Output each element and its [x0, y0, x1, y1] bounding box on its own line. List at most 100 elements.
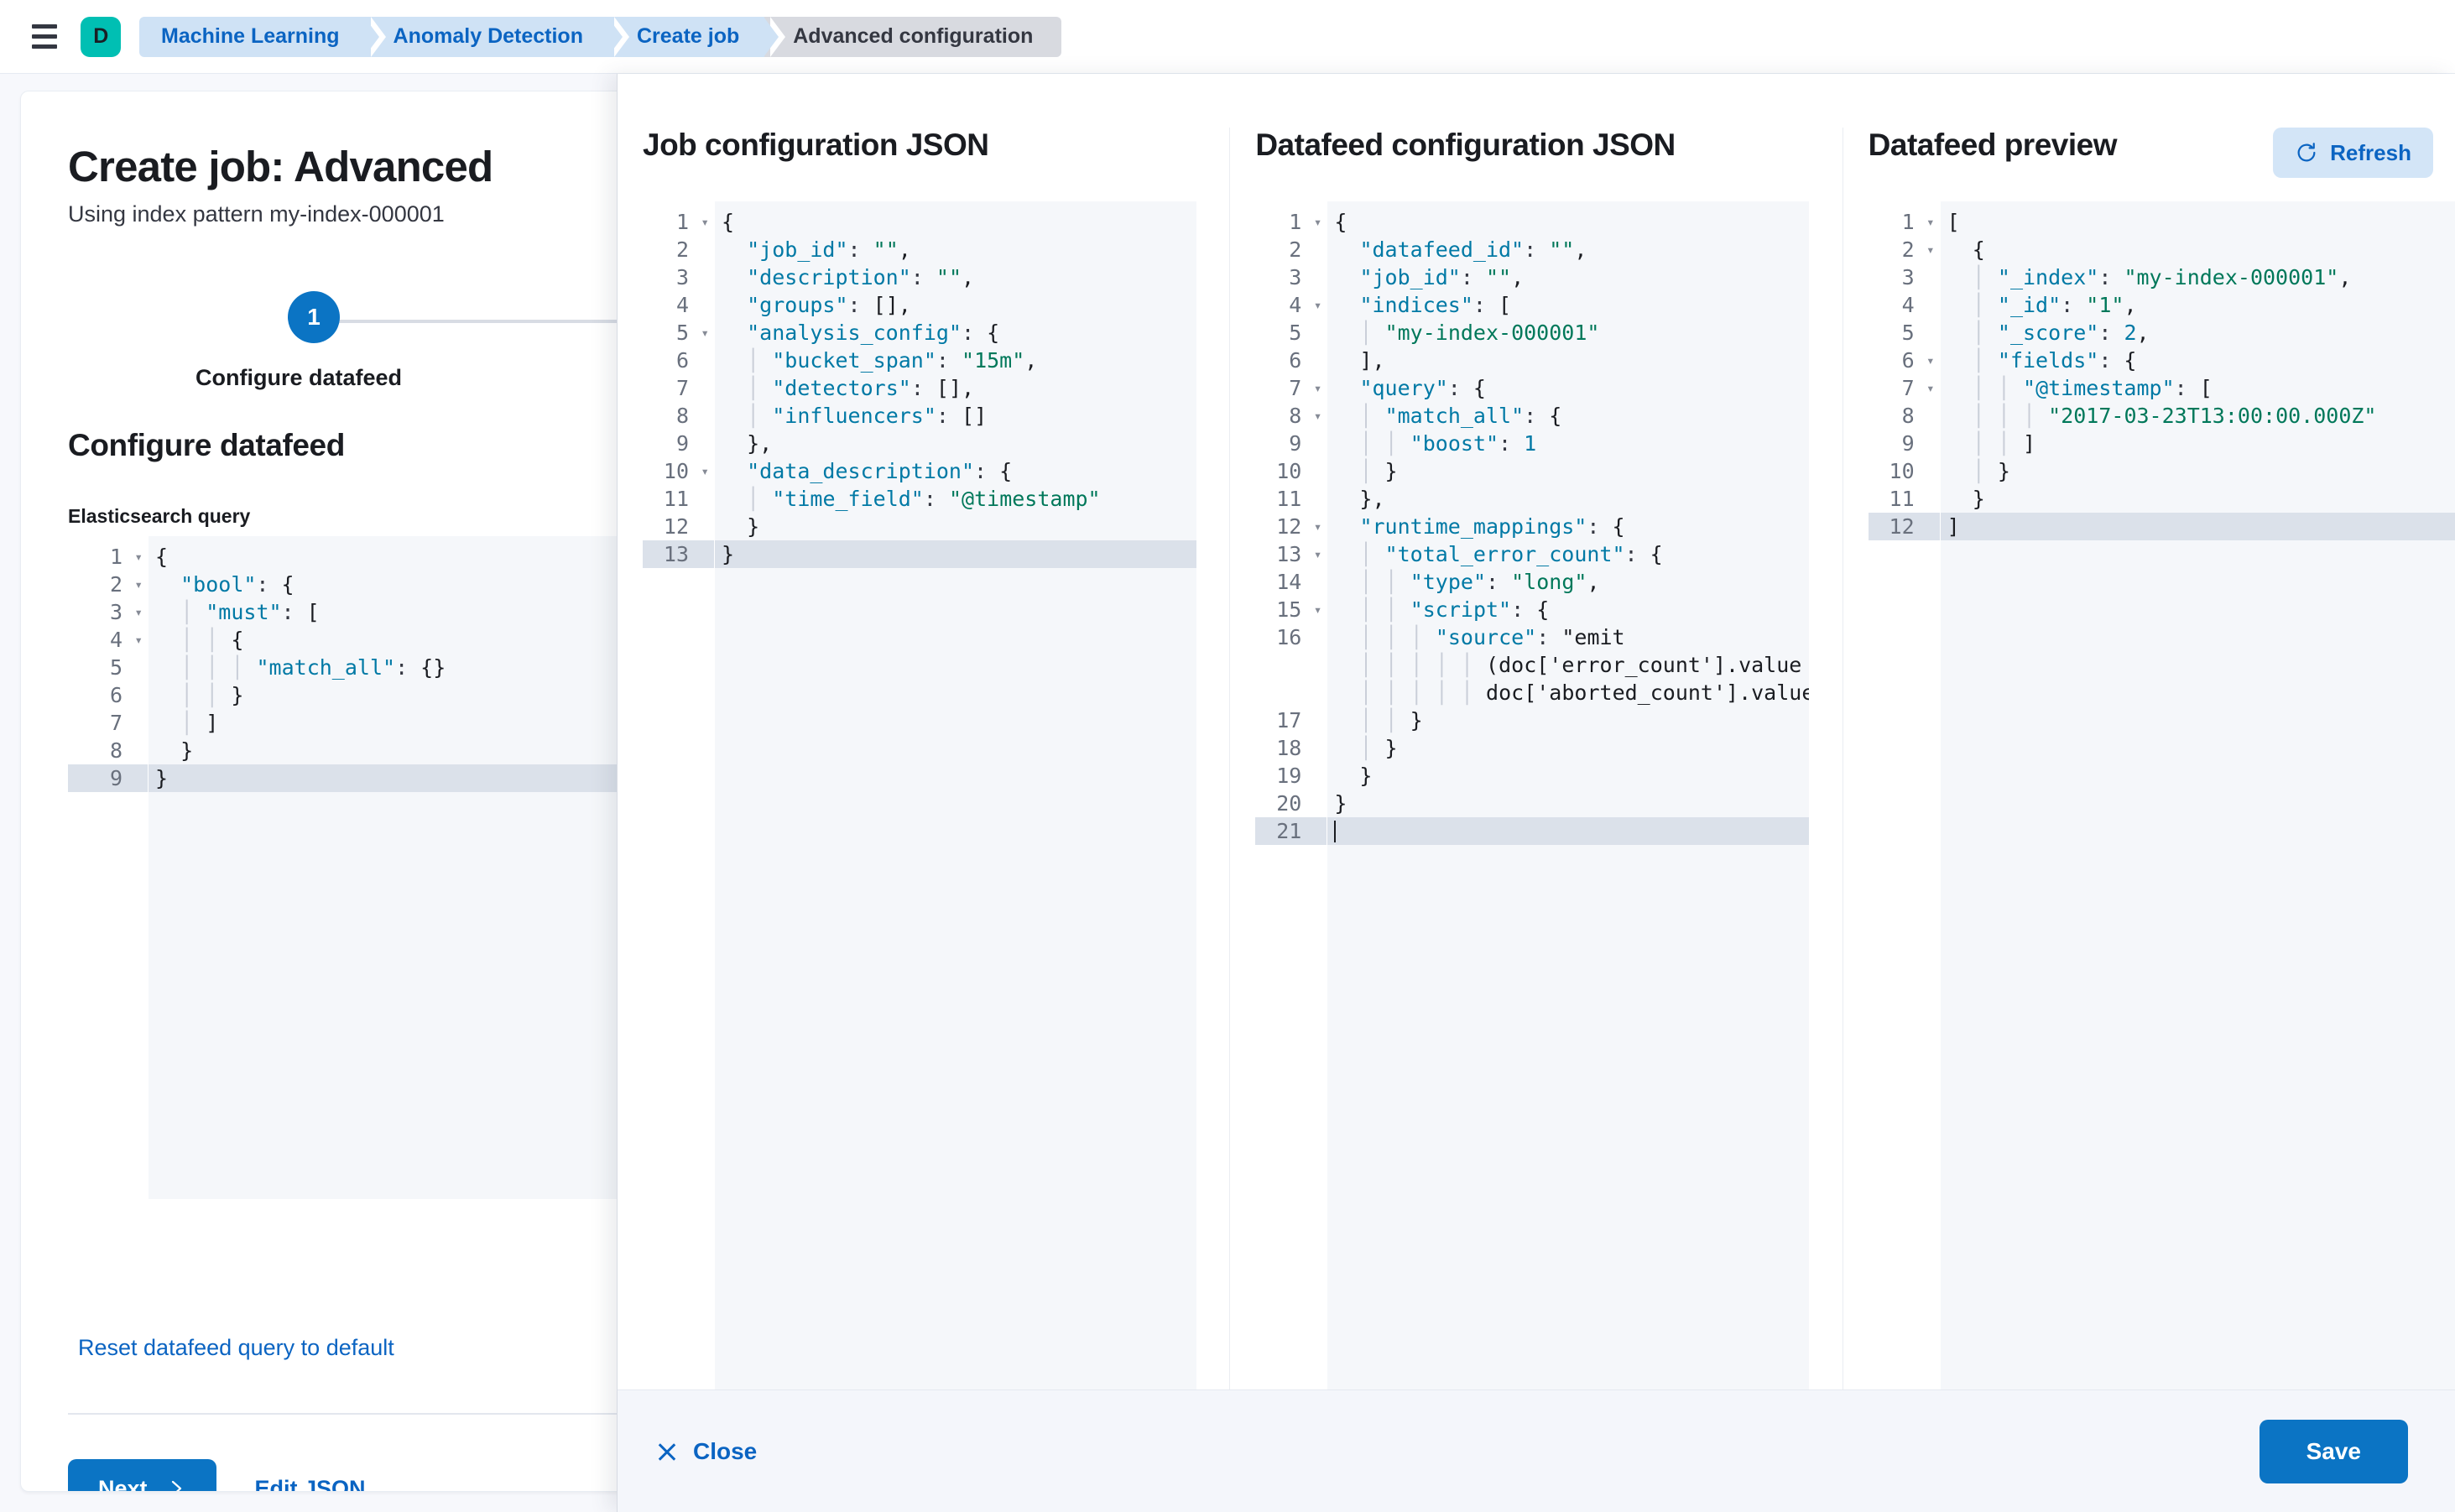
editor-line-number: ▾	[1255, 679, 1327, 706]
editor-line-number: 7▾	[1901, 376, 1935, 400]
editor-line-number: 8▾	[109, 738, 122, 763]
breadcrumb-item-anomaly-detection[interactable]: Anomaly Detection	[364, 16, 630, 57]
editor-line-number: 20▾	[1276, 791, 1302, 816]
editor-code-line[interactable]: │ "_score": 2,	[1972, 321, 2150, 345]
step-connector-line	[321, 320, 875, 323]
editor-code-line[interactable]: │ }	[1359, 736, 1398, 760]
editor-code-line[interactable]: [	[1947, 210, 1960, 234]
editor-code-line[interactable]: │ "_id": "1",	[1972, 293, 2137, 317]
editor-code-line[interactable]: │ │ }	[1359, 708, 1423, 733]
editor-code-line[interactable]: │ │ ]	[1972, 431, 2036, 456]
editor-code-line[interactable]: │ │ │ "2017-03-23T13:00:00.000Z"	[1972, 404, 2377, 428]
editor-code-line[interactable]: │ "match_all": {	[1359, 404, 1562, 428]
breadcrumb-item-create-job[interactable]: Create job	[607, 16, 786, 57]
close-x-icon	[656, 1441, 678, 1462]
breadcrumb-item-machine-learning[interactable]: Machine Learning	[139, 16, 386, 57]
editor-code-line[interactable]: │ "fields": {	[1972, 348, 2137, 373]
editor-code-line[interactable]: },	[722, 431, 773, 456]
editor-code-line[interactable]: │ │ │ │ │ (doc['error_count'].value +	[1359, 653, 1810, 677]
editor-line-number: 8▾	[1289, 404, 1322, 428]
editor-code-line[interactable]: │ │ {	[180, 628, 244, 652]
editor-code-line[interactable]: │ │ "boost": 1	[1359, 431, 1537, 456]
editor-code-line[interactable]: │ }	[1359, 459, 1398, 483]
editor-code-line[interactable]: {	[155, 545, 169, 569]
editor-code-line[interactable]: │ "influencers": []	[747, 404, 988, 428]
editor-code-line[interactable]: │ │ │ "source": "emit	[1359, 625, 1625, 649]
editor-code-line[interactable]: │ "total_error_count": {	[1359, 542, 1663, 566]
editor-code-line[interactable]: │ │ "@timestamp": [	[1972, 376, 2213, 400]
close-button[interactable]: Close	[656, 1438, 757, 1465]
editor-line-number: 5▾	[675, 321, 709, 345]
editor-code-line[interactable]: "indices": [	[1359, 293, 1512, 317]
code-editor[interactable]: 1▾2▾3▾4▾5▾6▾7▾8▾9▾10▾11▾12▾13▾14▾15▾16▾▾…	[1255, 201, 1810, 1389]
editor-code-line[interactable]: "analysis_config": {	[747, 321, 1000, 345]
space-avatar[interactable]: D	[81, 16, 121, 57]
editor-code-line[interactable]: {	[1334, 210, 1347, 234]
editor-code-line[interactable]: │ │ │ "match_all": {}	[180, 655, 446, 680]
editor-code-line[interactable]: }	[1334, 791, 1347, 816]
editor-code-area[interactable]: { "datafeed_id": "", "job_id": "", "indi…	[1327, 201, 1810, 1389]
editor-line-number: 12▾	[1276, 514, 1322, 539]
editor-line-number: 3▾	[1289, 265, 1302, 289]
refresh-button[interactable]: Refresh	[2273, 128, 2433, 178]
hamburger-menu-icon[interactable]	[27, 19, 62, 55]
editor-code-line[interactable]: "bool": {	[180, 572, 294, 597]
editor-code-line[interactable]: "job_id": "",	[1359, 265, 1525, 289]
editor-line-number: 15▾	[1276, 597, 1322, 622]
editor-code-line[interactable]: │ "my-index-000001"	[1359, 321, 1600, 345]
editor-line-number: 19▾	[1276, 764, 1302, 788]
editor-code-line[interactable]	[1327, 817, 1810, 845]
editor-code-line[interactable]: },	[1334, 487, 1385, 511]
editor-code-area[interactable]: { "job_id": "", "description": "", "grou…	[715, 201, 1196, 1389]
editor-code-line[interactable]: │ │ }	[180, 683, 244, 707]
editor-code-line[interactable]: │ "_index": "my-index-000001",	[1972, 265, 2352, 289]
editor-gutter: 1▾2▾3▾4▾5▾6▾7▾8▾9▾10▾11▾12▾	[1868, 201, 1941, 1389]
editor-line-number: 3▾	[109, 600, 143, 624]
editor-code-line[interactable]: │ │ │ │ │ doc['aborted_count'].value)"	[1359, 680, 1810, 705]
code-editor[interactable]: 1▾2▾3▾4▾5▾6▾7▾8▾9▾10▾11▾12▾[ { │ "_index…	[1868, 201, 2455, 1389]
editor-code-line[interactable]: {	[722, 210, 735, 234]
editor-line-number: 8▾	[675, 404, 689, 428]
editor-code-line[interactable]: }	[715, 540, 1196, 568]
editor-code-line[interactable]: }	[1947, 487, 1985, 511]
editor-code-line[interactable]: }	[1334, 764, 1373, 788]
editor-code-line[interactable]: "description": "",	[747, 265, 975, 289]
editor-code-line[interactable]: "query": {	[1359, 376, 1486, 400]
editor-code-line[interactable]: }	[722, 514, 760, 539]
editor-code-area[interactable]: [ { │ "_index": "my-index-000001", │ "_i…	[1940, 201, 2455, 1389]
editor-line-number: 12▾	[663, 514, 689, 539]
card-divider	[68, 1413, 875, 1415]
editor-code-line[interactable]: │ "time_field": "@timestamp"	[747, 487, 1101, 511]
reset-datafeed-query-link[interactable]: Reset datafeed query to default	[78, 1335, 394, 1360]
editor-code-line[interactable]: "runtime_mappings": {	[1359, 514, 1625, 539]
editor-code-line[interactable]: │ "bucket_span": "15m",	[747, 348, 1038, 373]
next-button[interactable]: Next	[68, 1459, 216, 1491]
editor-code-line[interactable]: {	[1947, 237, 1985, 262]
editor-code-line[interactable]: │ │ "script": {	[1359, 597, 1550, 622]
editor-code-line[interactable]: }	[155, 738, 194, 763]
close-button-label: Close	[693, 1437, 758, 1464]
editor-line-number: 5▾	[109, 655, 122, 680]
editor-code-line[interactable]: ],	[1334, 348, 1385, 373]
editor-code-line[interactable]: │ }	[1972, 459, 2010, 483]
flyout-footer: Close Save	[618, 1389, 2455, 1512]
code-editor[interactable]: 1▾2▾3▾4▾5▾6▾7▾8▾9▾10▾11▾12▾13▾{ "job_id"…	[643, 201, 1196, 1389]
editor-code-line[interactable]: │ │ "type": "long",	[1359, 570, 1600, 594]
save-button[interactable]: Save	[2259, 1419, 2408, 1483]
editor-code-line[interactable]: "data_description": {	[747, 459, 1013, 483]
editor-code-line[interactable]: │ "detectors": [],	[747, 376, 975, 400]
editor-code-line[interactable]: │ ]	[180, 711, 219, 735]
editor-line-number: 17▾	[1276, 708, 1302, 733]
editor-code-line[interactable]: ]	[1940, 513, 2455, 540]
editor-code-line[interactable]: "job_id": "",	[747, 237, 911, 262]
editor-line-number: 21▾	[1255, 817, 1327, 845]
editor-code-line[interactable]: "datafeed_id": "",	[1359, 237, 1587, 262]
editor-code-line[interactable]: │ "must": [	[180, 600, 320, 624]
step-1-circle[interactable]: 1	[288, 291, 340, 343]
column-title: Datafeed configuration JSON	[1255, 128, 1676, 162]
breadcrumb-item-advanced-configuration: Advanced configuration	[764, 16, 1062, 57]
editor-code-line[interactable]: "groups": [],	[747, 293, 911, 317]
edit-json-button[interactable]: Edit JSON	[254, 1475, 366, 1492]
editor-line-number: 2▾	[1289, 237, 1302, 262]
